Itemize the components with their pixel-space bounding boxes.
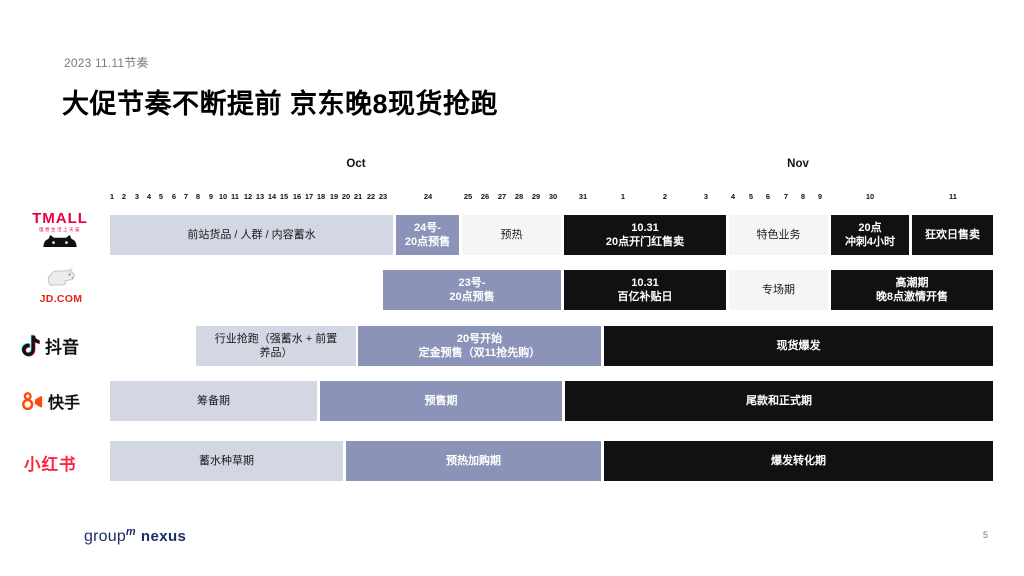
phase-bar: 专场期 [729, 270, 828, 310]
phase-bar: 蓄水种草期 [110, 441, 343, 481]
phase-bar: 筹备期 [110, 381, 317, 421]
groupm-wordmark: groupm [84, 526, 136, 545]
date-tick: 9 [208, 192, 214, 201]
date-tick: 6 [765, 192, 771, 201]
date-tick: 7 [183, 192, 189, 201]
date-tick: 30 [548, 192, 558, 201]
date-tick: 17 [304, 192, 314, 201]
date-tick: 7 [783, 192, 789, 201]
phase-bar: 尾款和正式期 [565, 381, 993, 421]
phase-bar: 行业抢跑（强蓄水 + 前置养品） [196, 326, 356, 366]
tmall-logo: TMALL 理想生活上天猫 [28, 211, 92, 251]
phase-bar: 特色业务 [729, 215, 828, 255]
date-tick: 24 [423, 192, 433, 201]
date-tick: 31 [578, 192, 588, 201]
nexus-wordmark: nexus [140, 528, 187, 545]
slide-eyebrow: 2023 11.11节奏 [64, 56, 149, 70]
date-tick: 8 [195, 192, 201, 201]
date-tick: 18 [316, 192, 326, 201]
phase-bar: 现货爆发 [604, 326, 993, 366]
date-tick: 28 [514, 192, 524, 201]
date-tick: 14 [267, 192, 277, 201]
phase-bar: 预热加购期 [346, 441, 601, 481]
douyin-wordmark: 抖音 [45, 338, 79, 357]
phase-bar: 20号开始定金预售（双11抢先购） [358, 326, 601, 366]
date-tick: 15 [279, 192, 289, 201]
month-label: Nov [787, 158, 809, 170]
date-tick: 12 [243, 192, 253, 201]
date-tick: 5 [158, 192, 164, 201]
date-tick: 2 [662, 192, 668, 201]
date-tick: 13 [255, 192, 265, 201]
date-tick: 4 [146, 192, 152, 201]
date-tick: 27 [497, 192, 507, 201]
date-tick: 19 [329, 192, 339, 201]
phase-bar: 爆发转化期 [604, 441, 993, 481]
date-tick: 29 [531, 192, 541, 201]
phase-bar: 预售期 [320, 381, 562, 421]
date-tick: 3 [703, 192, 709, 201]
date-tick: 1 [109, 192, 115, 201]
date-tick: 10 [865, 192, 875, 201]
date-tick: 4 [730, 192, 736, 201]
phase-bar: 20点冲刺4小时 [831, 215, 909, 255]
month-label: Oct [346, 158, 366, 170]
douyin-note-icon [21, 334, 41, 357]
xiaohongshu-wordmark: 小红书 [24, 456, 77, 474]
phase-bar: 前站货品 / 人群 / 内容蓄水 [110, 215, 393, 255]
date-tick: 3 [134, 192, 140, 201]
phase-bar: 狂欢日售卖 [912, 215, 993, 255]
date-tick: 10 [218, 192, 228, 201]
page-title: 大促节奏不断提前 京东晚8现货抢跑 [62, 89, 499, 119]
date-tick: 1 [620, 192, 626, 201]
kuaishou-logo: 快手 [20, 389, 80, 413]
date-tick: 2 [121, 192, 127, 201]
date-tick: 25 [463, 192, 473, 201]
tmall-tagline: 理想生活上天猫 [39, 227, 81, 232]
phase-bar: 23号-20点预售 [383, 270, 561, 310]
xiaohongshu-logo: 小红书 [24, 451, 77, 475]
phase-bar: 24号-20点预售 [396, 215, 459, 255]
date-tick: 26 [480, 192, 490, 201]
jd-dog-icon [47, 268, 75, 286]
date-tick: 22 [366, 192, 376, 201]
date-tick: 11 [949, 192, 957, 201]
kuaishou-icon [22, 392, 43, 411]
jd-wordmark: JD.COM [39, 293, 83, 305]
phase-bar: 预热 [462, 215, 561, 255]
kuaishou-wordmark: 快手 [48, 395, 81, 412]
date-tick: 16 [292, 192, 302, 201]
phase-bar: 高潮期晚8点激情开售 [831, 270, 993, 310]
date-tick: 5 [748, 192, 754, 201]
tmall-cat-icon [43, 234, 77, 247]
date-tick: 6 [171, 192, 177, 201]
page-number: 5 [983, 530, 989, 540]
tmall-wordmark: TMALL [32, 210, 88, 227]
date-tick: 9 [817, 192, 823, 201]
date-tick: 21 [353, 192, 363, 201]
jd-logo: JD.COM [32, 267, 90, 305]
date-tick: 23 [378, 192, 388, 201]
douyin-logo: 抖音 [18, 332, 79, 359]
date-tick: 20 [341, 192, 351, 201]
date-tick: 11 [231, 192, 239, 201]
date-tick: 8 [800, 192, 806, 201]
